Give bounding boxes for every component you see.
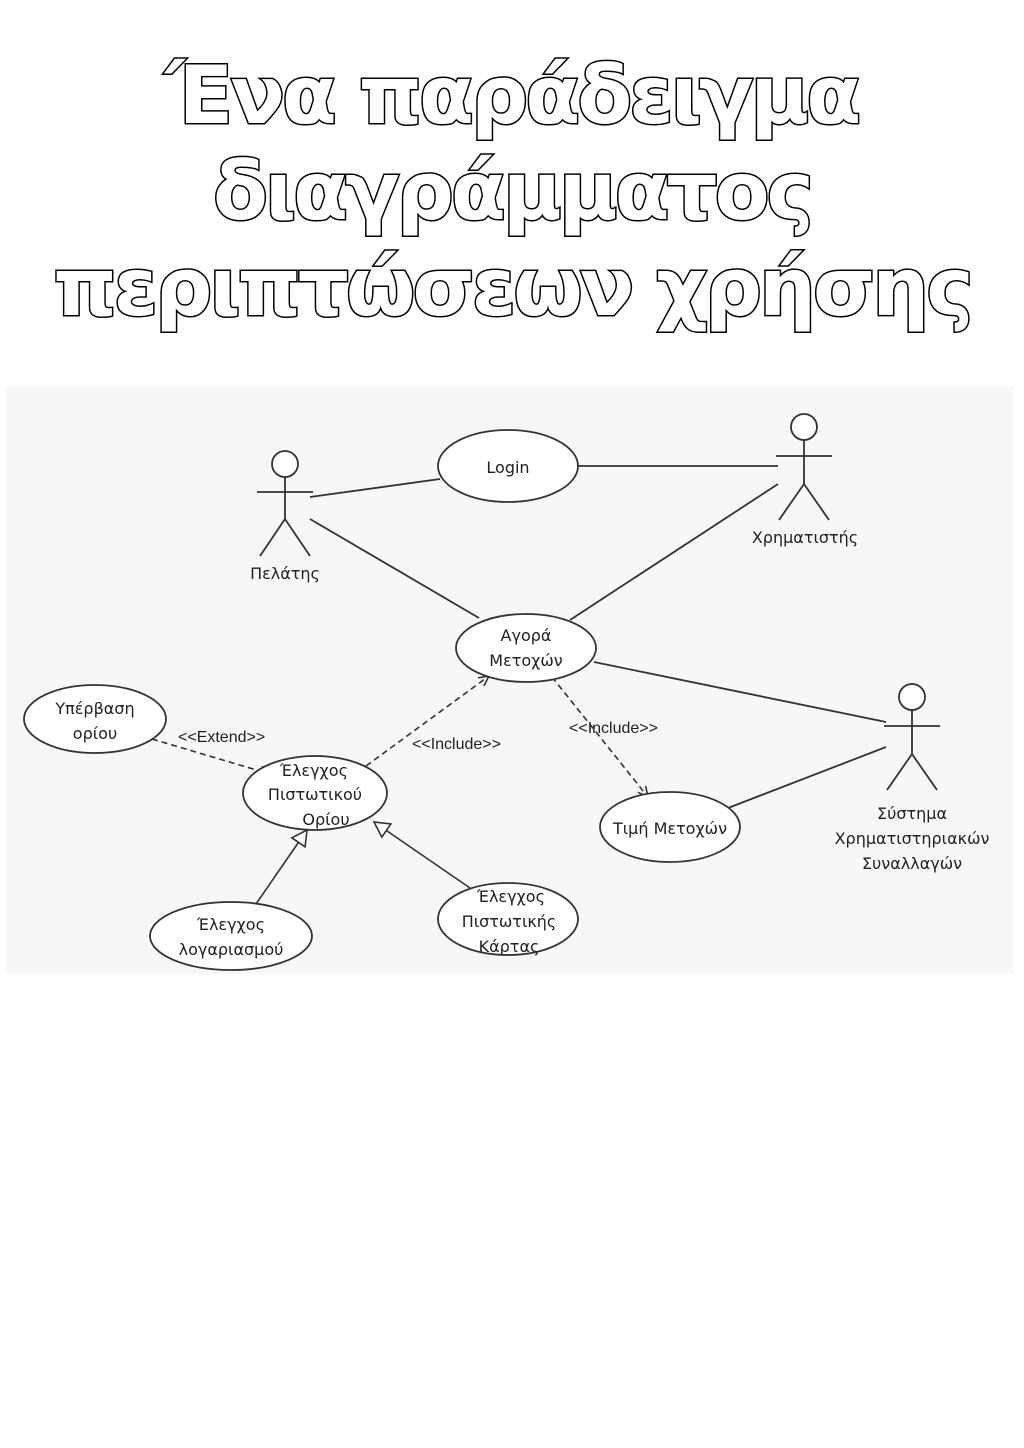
generalization-card bbox=[374, 822, 471, 889]
usecase-card-label-1: Έλεγχος bbox=[476, 887, 545, 906]
usecase-stock-price bbox=[599, 791, 741, 863]
actor-broker-label: Χρηματιστής bbox=[752, 528, 858, 547]
usecase-account-check bbox=[149, 901, 313, 971]
page-title: Ένα παράδειγμα διαγράμματος περιπτώσεων … bbox=[0, 48, 1024, 336]
usecase-credit-label-1: Έλεγχος bbox=[279, 761, 348, 780]
actor-customer-label: Πελάτης bbox=[250, 564, 320, 583]
actor-exchange-system bbox=[884, 683, 940, 791]
usecase-credit-card-check bbox=[437, 882, 579, 956]
usecase-price-label: Τιμή Μετοχών bbox=[612, 819, 727, 838]
include-price-arrow bbox=[551, 676, 648, 797]
assoc-broker-buy bbox=[569, 483, 779, 621]
actor-exchange-label-1: Σύστημα bbox=[877, 804, 947, 823]
include-credit-arrow bbox=[365, 676, 489, 767]
diagram-canvas: <<Extend>> <<Include>> <<Include>> Πελάτ… bbox=[23, 413, 990, 971]
usecase-card-label-3: Κάρτας bbox=[479, 937, 540, 956]
extend-label: <<Extend>> bbox=[178, 729, 265, 746]
use-case-diagram: <<Extend>> <<Include>> <<Include>> Πελάτ… bbox=[6, 386, 1014, 974]
usecase-card-label-2: Πιστωτικής bbox=[462, 912, 557, 931]
assoc-customer-login bbox=[309, 478, 441, 498]
usecase-limit-overrun bbox=[23, 684, 167, 754]
usecase-account-label-1: Έλεγχος bbox=[196, 915, 265, 934]
usecase-account-label-2: λογαριασμού bbox=[179, 940, 284, 959]
usecase-overlimit-label-1: Υπέρβαση bbox=[54, 699, 134, 718]
usecase-login-label: Login bbox=[486, 458, 529, 477]
usecase-buy-label-1: Αγορά bbox=[501, 626, 552, 645]
usecase-overlimit-label-2: ορίου bbox=[73, 724, 117, 743]
include-price-label: <<Include>> bbox=[569, 720, 658, 737]
extend-arrow bbox=[151, 738, 270, 774]
usecase-credit-limit-check bbox=[242, 755, 388, 831]
assoc-buy-exchange bbox=[593, 661, 887, 723]
include-credit-label: <<Include>> bbox=[412, 736, 501, 753]
assoc-price-exchange bbox=[727, 746, 887, 809]
actor-exchange-label-3: Συναλλαγών bbox=[862, 854, 962, 873]
title-line-2: περιπτώσεων χρήσης bbox=[52, 240, 975, 336]
usecase-buy-label-2: Μετοχών bbox=[489, 651, 563, 670]
generalization-account bbox=[255, 830, 307, 905]
actor-broker bbox=[776, 413, 832, 521]
actor-exchange-label-2: Χρηματιστηριακών bbox=[835, 829, 990, 848]
usecase-buy-stocks bbox=[455, 613, 597, 683]
title-line-1: Ένα παράδειγμα διαγράμματος bbox=[164, 48, 862, 240]
assoc-customer-buy bbox=[309, 518, 480, 619]
actor-customer bbox=[257, 450, 313, 557]
usecase-credit-label-2: Πιστωτικού bbox=[268, 785, 362, 804]
usecase-login bbox=[437, 429, 579, 503]
usecase-credit-label-3: Ορίου bbox=[302, 810, 349, 829]
